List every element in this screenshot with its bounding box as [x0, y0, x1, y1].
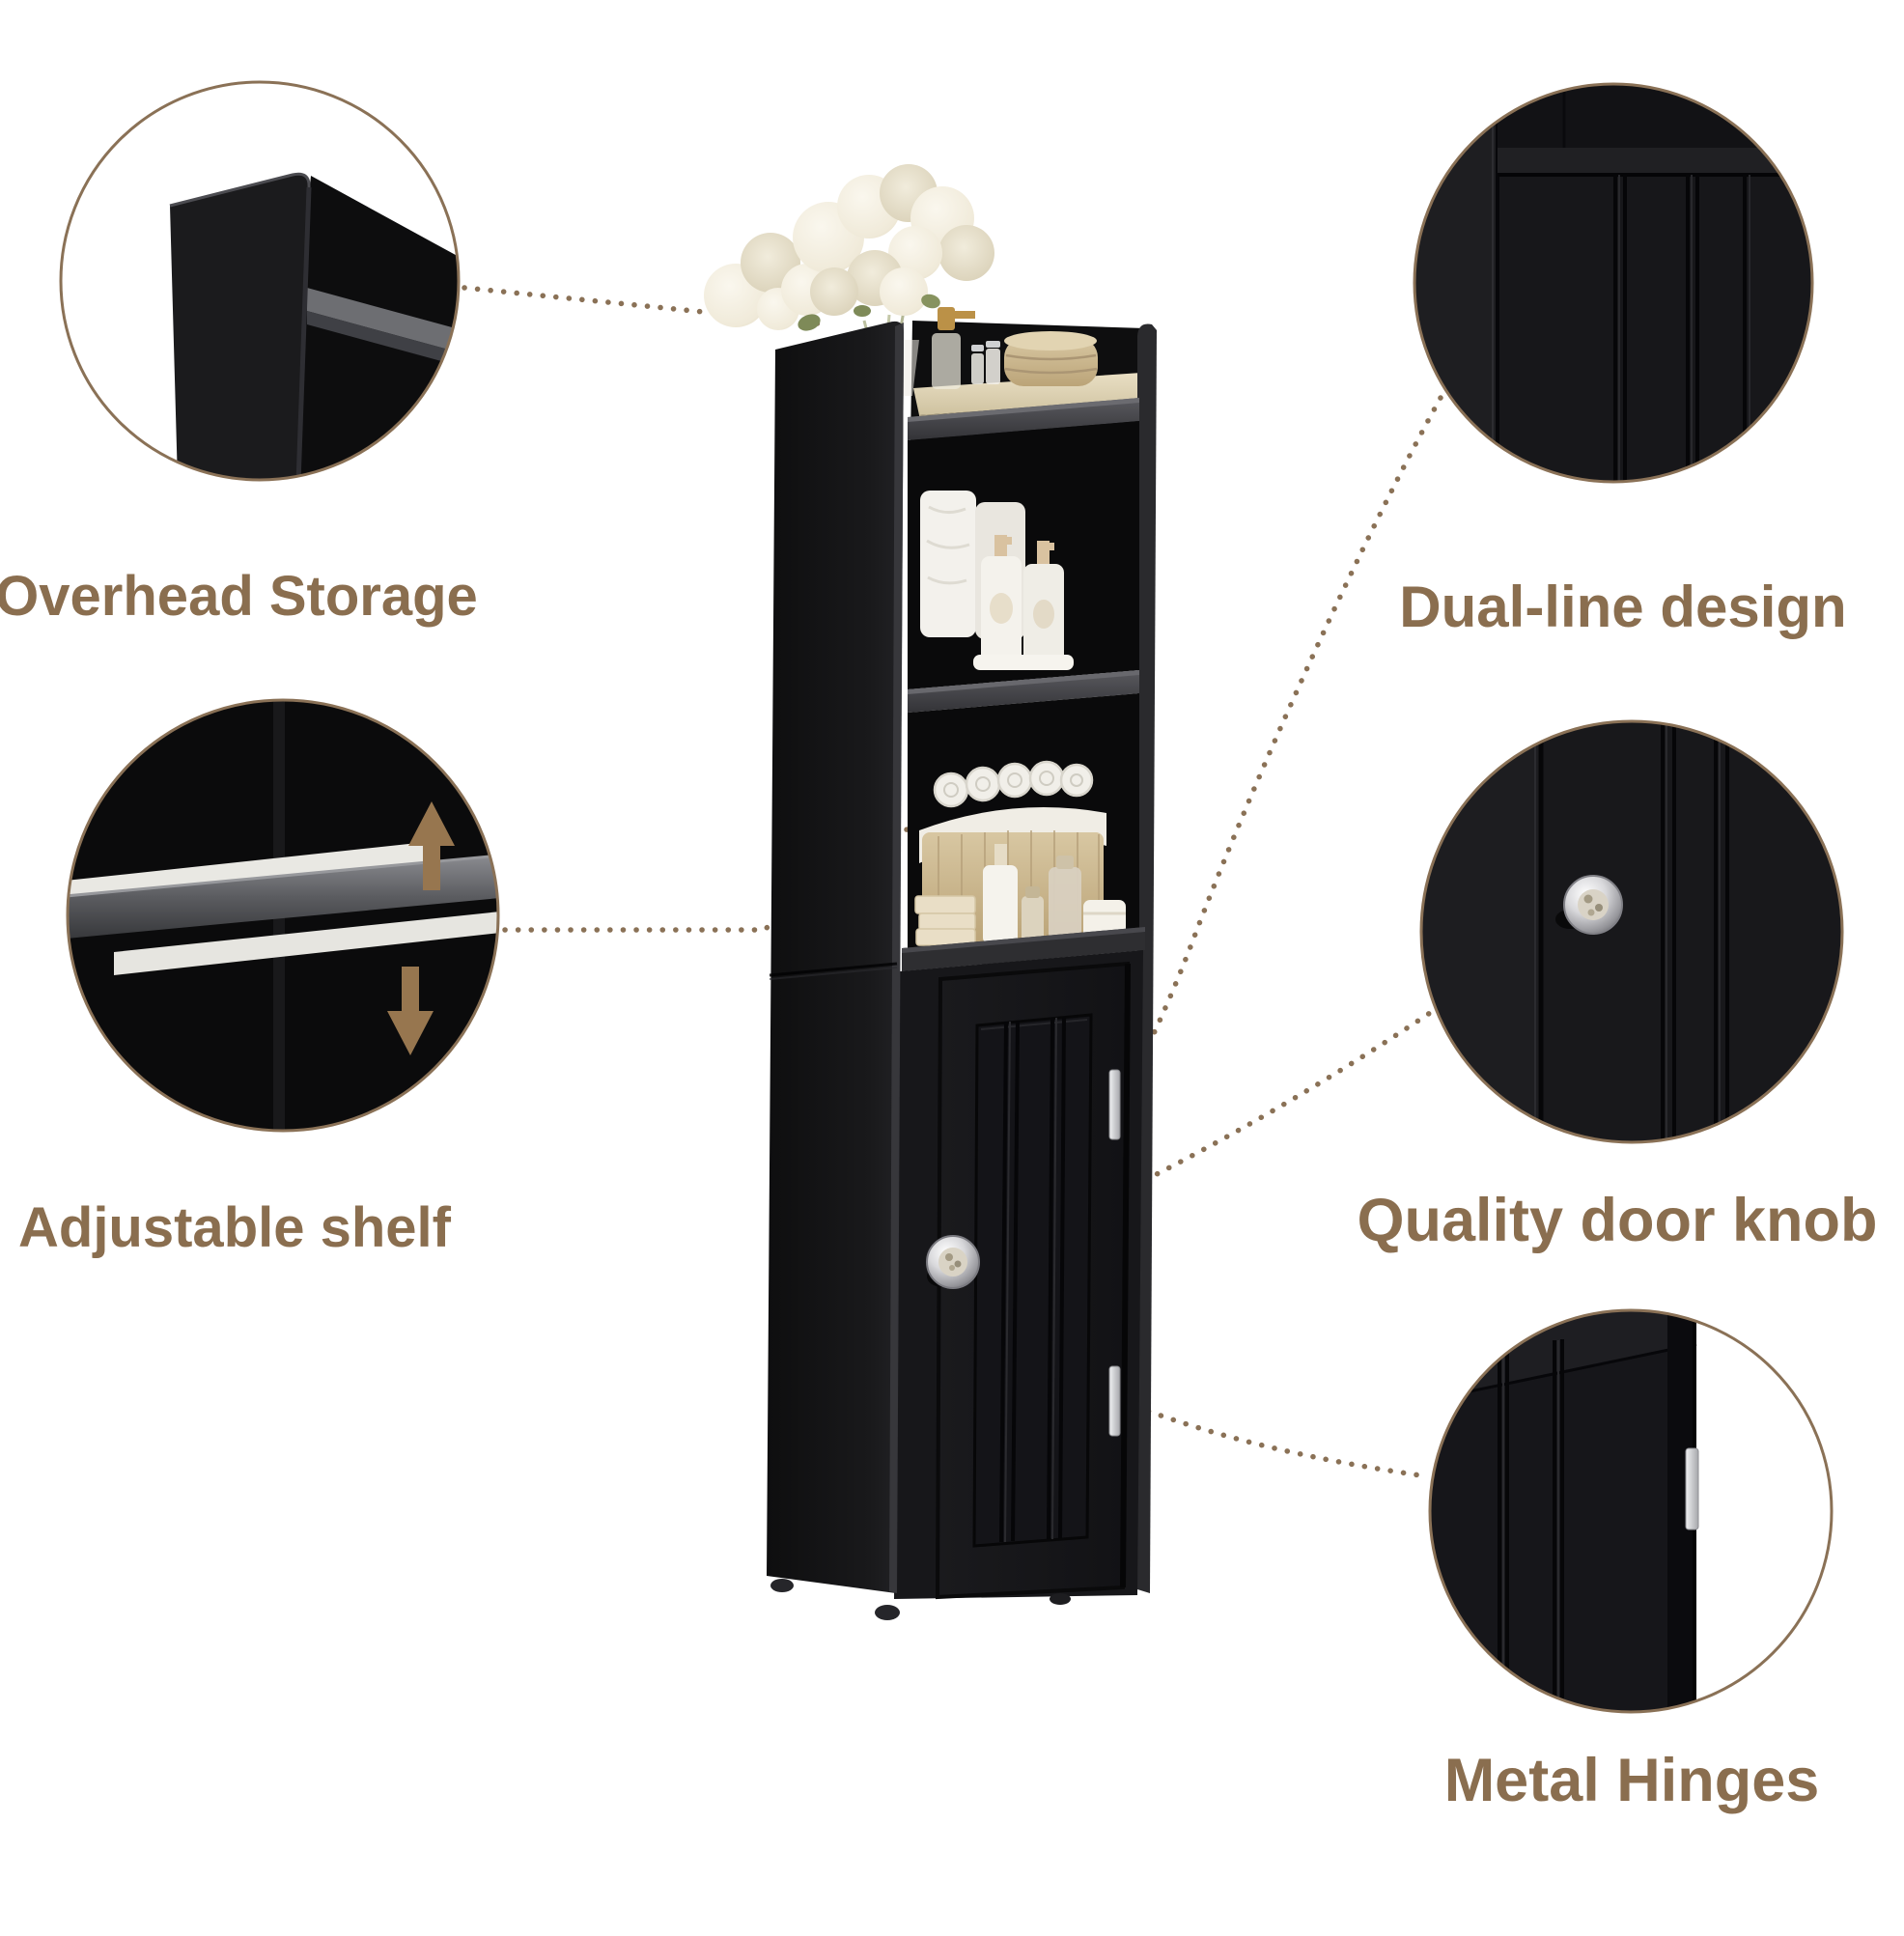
cabinet	[704, 164, 1157, 1620]
label-quality-door-knob: Quality door knob	[1357, 1187, 1878, 1254]
flower-bouquet	[704, 164, 994, 396]
cabinet-door	[926, 961, 1131, 1600]
cavity1-items	[920, 491, 1074, 670]
hinge-bottom	[1108, 1365, 1121, 1437]
cavity2-items	[914, 760, 1126, 946]
callout-circle-overhead-storage	[59, 80, 461, 482]
door-knob-detail	[1555, 875, 1623, 935]
label-overhead-storage: Overhead Storage	[0, 565, 478, 628]
hinge-detail	[1685, 1447, 1699, 1530]
up-arrow-icon	[408, 801, 455, 890]
label-metal-hinges: Metal Hinges	[1443, 1747, 1820, 1814]
connector-metal-hinges	[1121, 1399, 1430, 1479]
door-knob	[926, 1235, 980, 1289]
hinge-top	[1108, 1069, 1121, 1140]
callout-circle-adjustable-shelf	[66, 698, 500, 1133]
down-arrow-icon	[387, 967, 434, 1055]
top-shelf-items	[913, 307, 1147, 423]
label-dual-line-design: Dual-line design	[1399, 575, 1847, 639]
callout-circle-dual-line-design	[1413, 82, 1814, 484]
callout-circle-metal-hinges	[1428, 1308, 1834, 1714]
callout-circle-quality-door-knob	[1419, 719, 1844, 1144]
label-adjustable-shelf: Adjustable shelf	[18, 1196, 451, 1259]
